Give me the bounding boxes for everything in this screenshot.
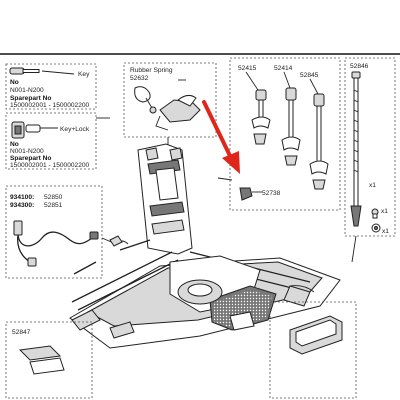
keylock-sparepart-label: Sparepart No (10, 155, 51, 162)
callout-arrow (202, 100, 240, 174)
arms-box: 52415 52414 52845 (229, 57, 341, 211)
rod-icon (350, 71, 362, 227)
key-icon (9, 67, 75, 75)
key-sparepart-range: 1500002001 - 1500002200 (10, 102, 90, 109)
bike-rack-illustration (69, 143, 341, 349)
key-sparepart-label: Sparepart No (10, 95, 51, 102)
key-no-label: No (10, 79, 19, 86)
lock-icon (11, 121, 58, 139)
keylock-box-title: Key+Lock (60, 126, 90, 133)
cable-box: 934100: 52850 934300: 52851 (5, 185, 117, 279)
plug-cover-icon (289, 315, 343, 355)
key-box-title: Key (78, 71, 90, 78)
arm-medium-icon (281, 87, 301, 166)
rod-box: 52846 x1 x1 x1 (344, 57, 396, 263)
small-clip-part: 52738 (262, 190, 281, 197)
cable-harness-icon (13, 220, 99, 267)
cable-line2-part: 52851 (44, 202, 63, 209)
bottom-left-part: 52847 (12, 329, 31, 336)
bottom-left-box: 52847 (5, 321, 93, 399)
rod-qty: x1 (369, 182, 376, 189)
keylock-box: Key+Lock No N001-N200 Sparepart No 15000… (5, 112, 97, 170)
clamp-icon (18, 345, 65, 375)
washer-icon (371, 223, 381, 233)
bottom-right-box (269, 301, 357, 399)
rubber-spring-title: Rubber Spring (130, 67, 173, 74)
rod-part: 52846 (350, 63, 369, 70)
cable-line1-part: 52850 (44, 194, 63, 201)
arm-long-icon (309, 93, 329, 190)
arm-part-1: 52415 (238, 65, 257, 72)
screw-qty: x1 (381, 208, 388, 215)
arm-part-3: 52845 (300, 72, 319, 79)
key-no-range: N001-N200 (10, 87, 44, 94)
tail-light-icon (209, 285, 277, 331)
washer-qty: x1 (382, 228, 389, 235)
keylock-no-label: No (10, 141, 19, 148)
rubber-spring-box: Rubber Spring 52632 (123, 62, 217, 150)
arm-short-icon (251, 89, 271, 145)
screw-icon (371, 208, 379, 219)
key-box: Key No N001-N200 Sparepart No 1500002001… (5, 63, 97, 110)
arm-part-2: 52414 (274, 65, 293, 72)
rubber-spring-part: 52632 (130, 75, 149, 82)
cable-line2-model: 934300: (10, 202, 34, 209)
keylock-no-range: N001-N200 (10, 148, 44, 155)
latch-icon (155, 94, 201, 131)
rubber-spring-icon (134, 86, 157, 114)
keylock-sparepart-range: 1500002001 - 1500002200 (10, 162, 90, 169)
cable-line1-model: 934100: (10, 194, 34, 201)
small-clip-icon (239, 187, 253, 201)
